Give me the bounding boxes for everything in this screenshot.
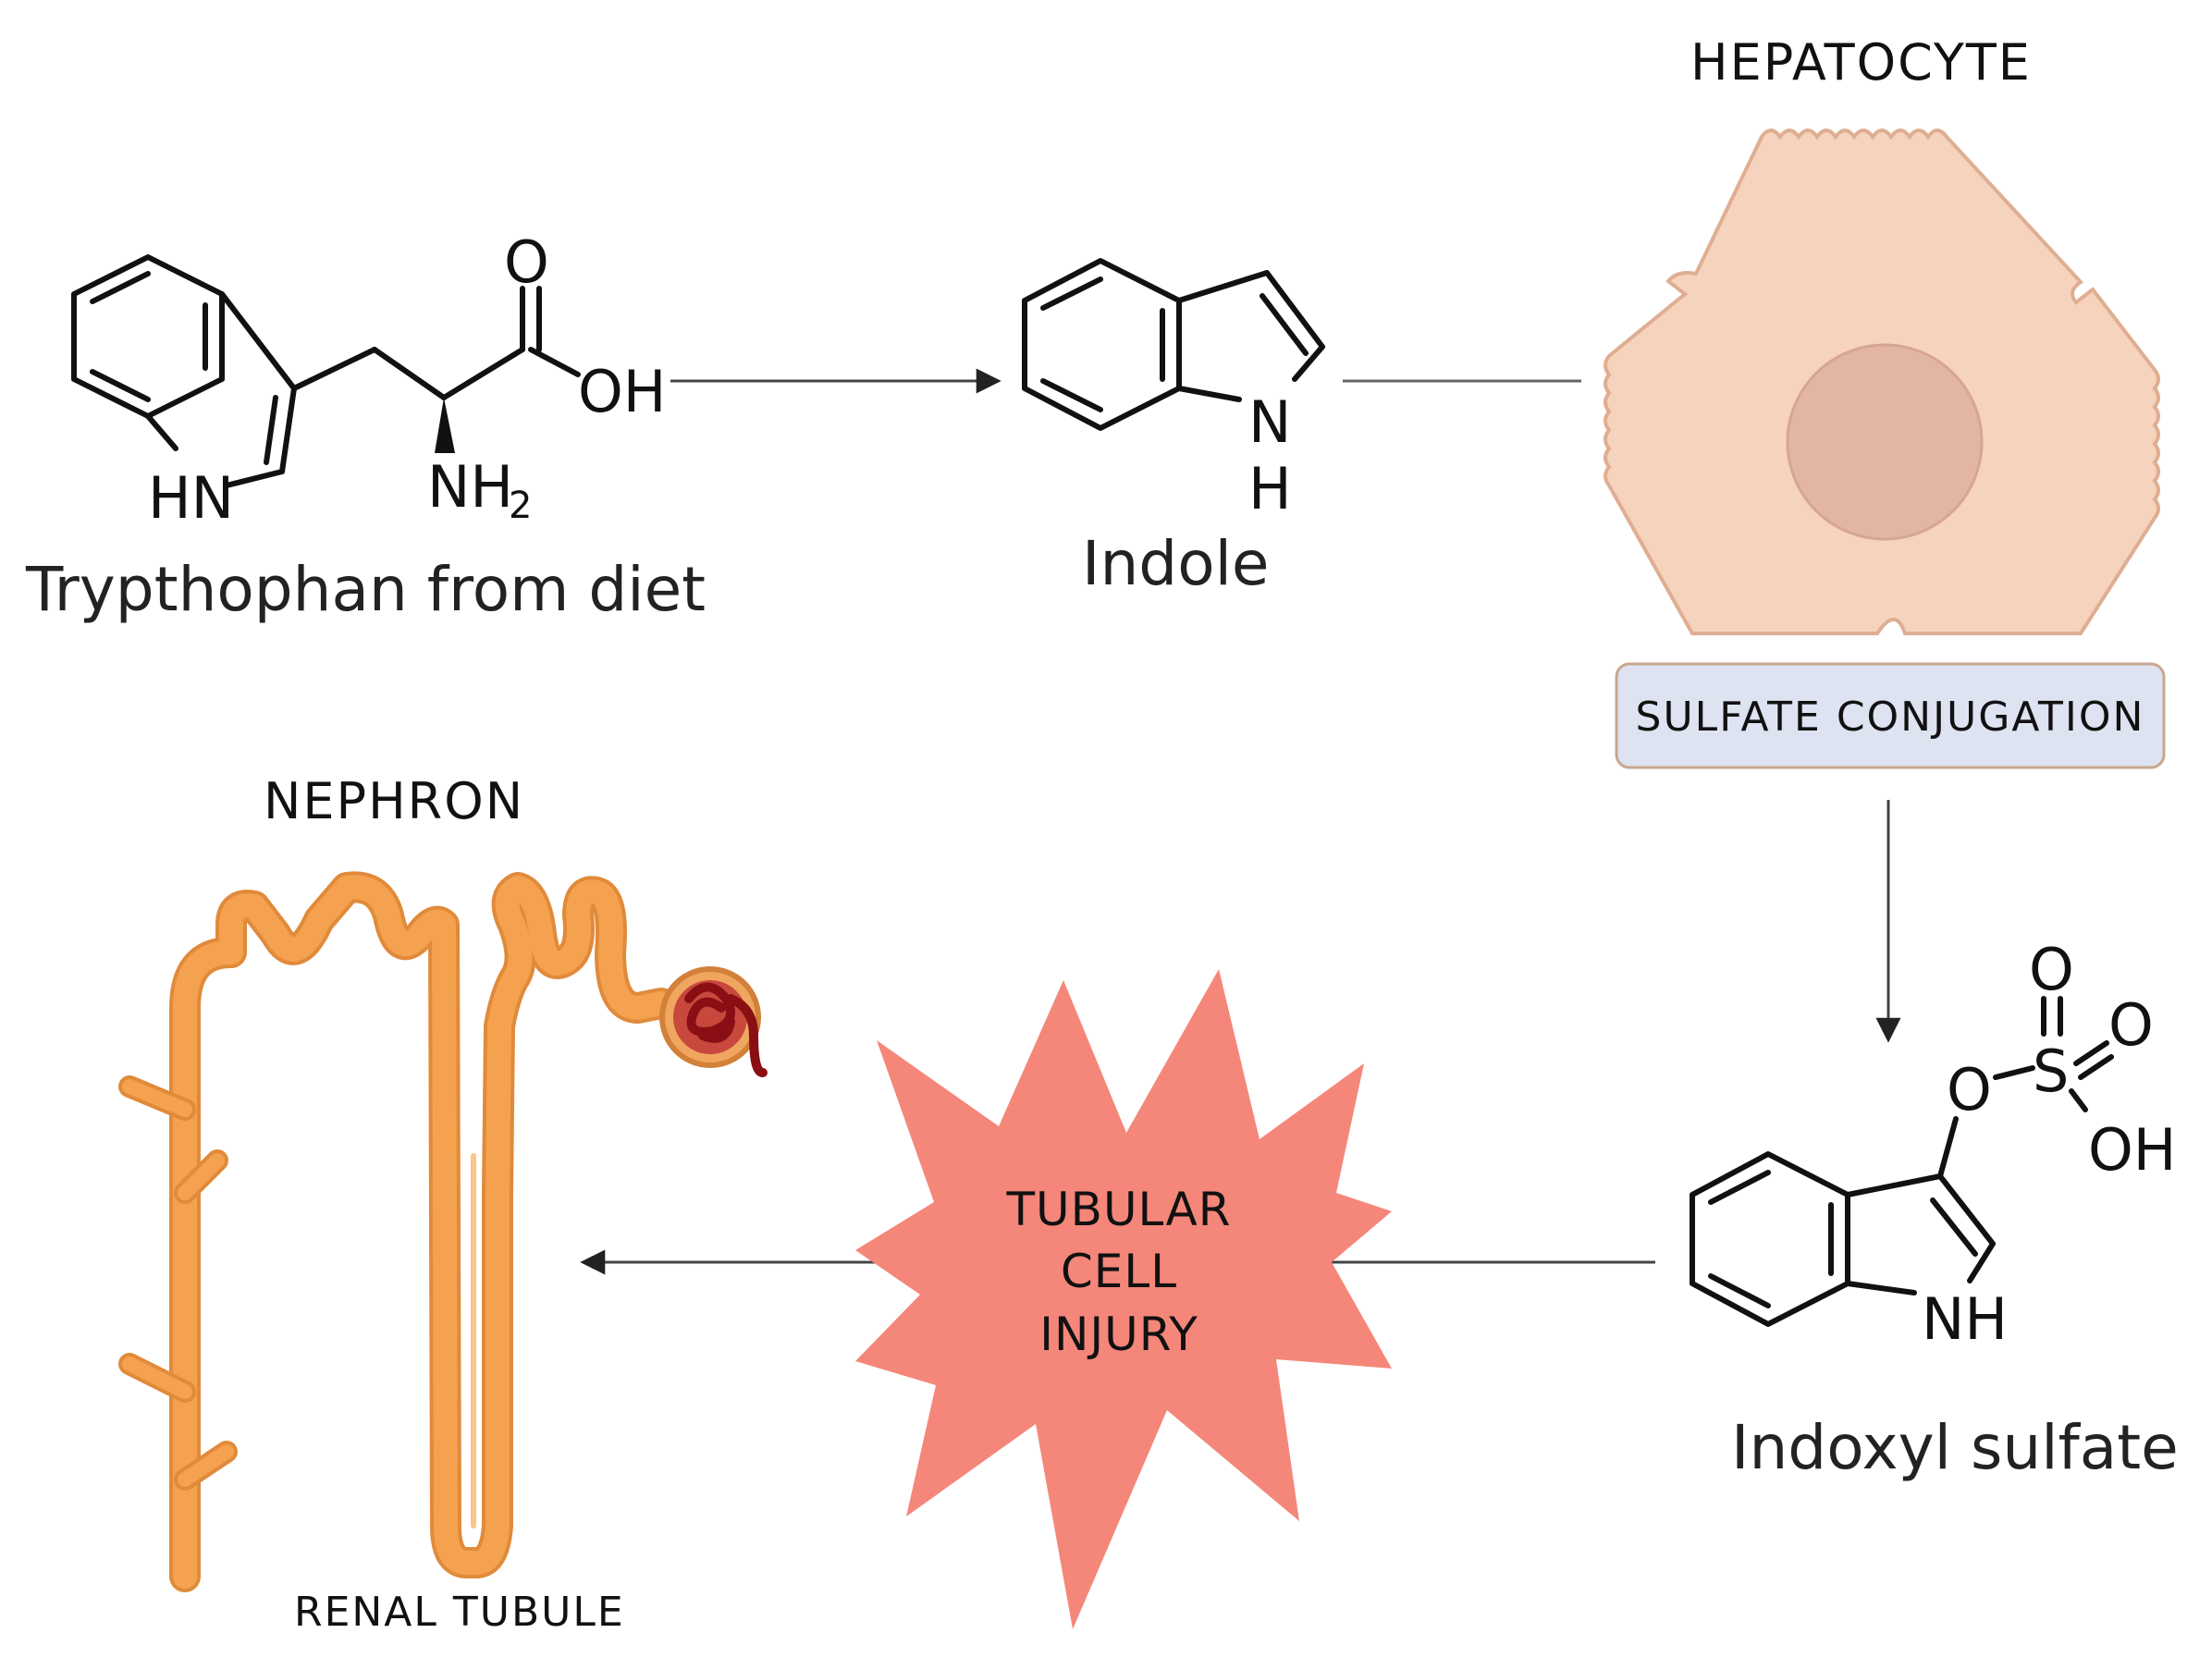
indole-h-label: H	[1248, 455, 1292, 522]
glomerulus	[659, 966, 768, 1077]
hepatocyte-title: HEPATOCYTE	[1690, 33, 2032, 92]
sulfate-conjugation-label: SULFATE CONJUGATION	[1636, 694, 2145, 741]
indoxyl-o-link-label: O	[1947, 1056, 1992, 1124]
indoxyl-oh-label: OH	[2088, 1116, 2176, 1184]
indoxyl-s-label: S	[2033, 1038, 2069, 1105]
hepatocyte-nucleus	[1786, 343, 1984, 541]
tryptophan-nh2-subscript: 2	[509, 485, 532, 527]
indole-caption: Indole	[1082, 528, 1270, 599]
tryptophan-o-label: O	[504, 228, 549, 296]
indoxyl-sulfate-structure	[1690, 996, 2114, 1327]
indole-structure	[1022, 258, 1325, 431]
indoxyl-o-right-label: O	[2108, 991, 2154, 1059]
tryptophan-hn-label: HN	[148, 464, 234, 532]
indoxyl-sulfate-caption: Indoxyl sulfate	[1731, 1412, 2179, 1483]
injury-line-1: TUBULAR	[1006, 1183, 1232, 1236]
indoxyl-nh-label: NH	[1922, 1285, 2008, 1353]
injury-line-2: CELL	[1061, 1245, 1177, 1298]
renal-tubule	[118, 871, 677, 1592]
tryptophan-structure	[71, 254, 581, 488]
indole-n-label: N	[1248, 388, 1291, 456]
indoxyl-o-top-label: O	[2029, 936, 2074, 1003]
nephron-title: NEPHRON	[264, 772, 524, 830]
renal-tubule-label: RENAL TUBULE	[294, 1589, 625, 1636]
injury-burst	[855, 969, 1392, 1629]
tryptophan-oh-label: OH	[578, 358, 666, 425]
tryptophan-caption: Trypthophan from diet	[25, 554, 706, 625]
tryptophan-nh2-label: NH	[427, 453, 513, 521]
hepatocyte-cell	[1604, 129, 2160, 635]
sulfate-conjugation-box	[1615, 662, 2166, 769]
injury-line-3: INJURY	[1039, 1308, 1198, 1361]
